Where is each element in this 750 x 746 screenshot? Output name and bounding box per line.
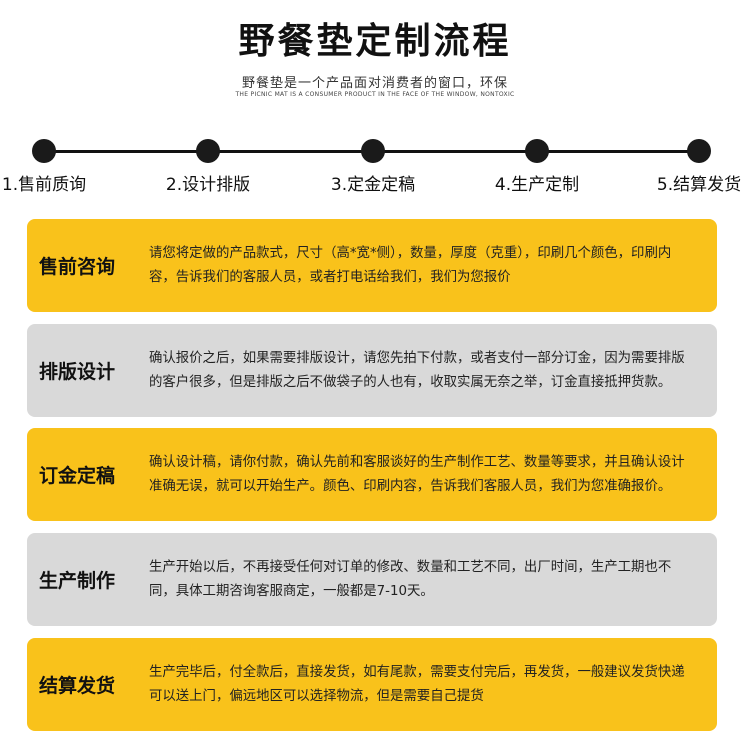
- step-card-layout-design: 排版设计 确认报价之后，如果需要排版设计，请您先拍下付款，或者支付一部分订金，因…: [27, 324, 717, 417]
- timeline-dot: [196, 139, 220, 163]
- step-card-deposit-finalize: 订金定稿 确认设计稿，请你付款，确认先前和客服谈好的生产制作工艺、数量等要求，并…: [27, 428, 717, 521]
- timeline-step-4: 4.生产定制: [467, 137, 607, 195]
- timeline-step-label: 3.定金定稿: [330, 175, 416, 195]
- timeline-step-label: 1.售前质询: [1, 175, 87, 195]
- step-card-presale: 售前咨询 请您将定做的产品款式，尺寸（高*宽*侧），数量，厚度（克重），印刷几个…: [27, 219, 717, 312]
- card-heading: 售前咨询: [39, 256, 116, 278]
- card-description: 确认设计稿，请你付款，确认先前和客服谈好的生产制作工艺、数量等要求，并且确认设计…: [149, 454, 685, 494]
- timeline-step-label: 5.结算发货: [656, 175, 742, 195]
- timeline-step-2: 2.设计排版: [138, 137, 278, 195]
- timeline-step-1: 1.售前质询: [0, 137, 114, 195]
- step-card-production: 生产制作 生产开始以后，不再接受任何对订单的修改、数量和工艺不同，出厂时间，生产…: [27, 533, 717, 626]
- timeline-dot: [687, 139, 711, 163]
- card-description: 确认报价之后，如果需要排版设计，请您先拍下付款，或者支付一部分订金，因为需要排版…: [149, 350, 685, 390]
- page-subtitle: 野餐垫是一个产品面对消费者的窗口，环保: [241, 76, 508, 91]
- card-description: 请您将定做的产品款式，尺寸（高*宽*侧），数量，厚度（克重），印刷几个颜色，印刷…: [149, 245, 672, 285]
- card-heading: 生产制作: [39, 570, 116, 592]
- timeline-dot: [525, 139, 549, 163]
- process-timeline: 1.售前质询 2.设计排版 3.定金定稿 4.生产定制 5.结算发货: [0, 137, 750, 197]
- card-description: 生产开始以后，不再接受任何对订单的修改、数量和工艺不同，出厂时间，生产工期也不同…: [149, 559, 672, 599]
- timeline-dot: [32, 139, 56, 163]
- timeline-step-label: 2.设计排版: [165, 175, 251, 195]
- timeline-step-label: 4.生产定制: [494, 175, 580, 195]
- page-title: 野餐垫定制流程: [238, 20, 512, 62]
- card-heading: 订金定稿: [39, 465, 116, 487]
- card-description: 生产完毕后，付全款后，直接发货，如有尾款，需要支付完后，再发货，一般建议发货快递…: [149, 664, 685, 704]
- timeline-dot: [361, 139, 385, 163]
- card-heading: 结算发货: [39, 675, 116, 697]
- timeline-step-5: 5.结算发货: [629, 137, 750, 195]
- card-heading: 排版设计: [39, 361, 116, 383]
- step-card-settlement-shipping: 结算发货 生产完毕后，付全款后，直接发货，如有尾款，需要支付完后，再发货，一般建…: [27, 638, 717, 731]
- page-subtitle-english: THE PICNIC MAT IS A CONSUMER PRODUCT IN …: [235, 91, 515, 98]
- timeline-step-3: 3.定金定稿: [303, 137, 443, 195]
